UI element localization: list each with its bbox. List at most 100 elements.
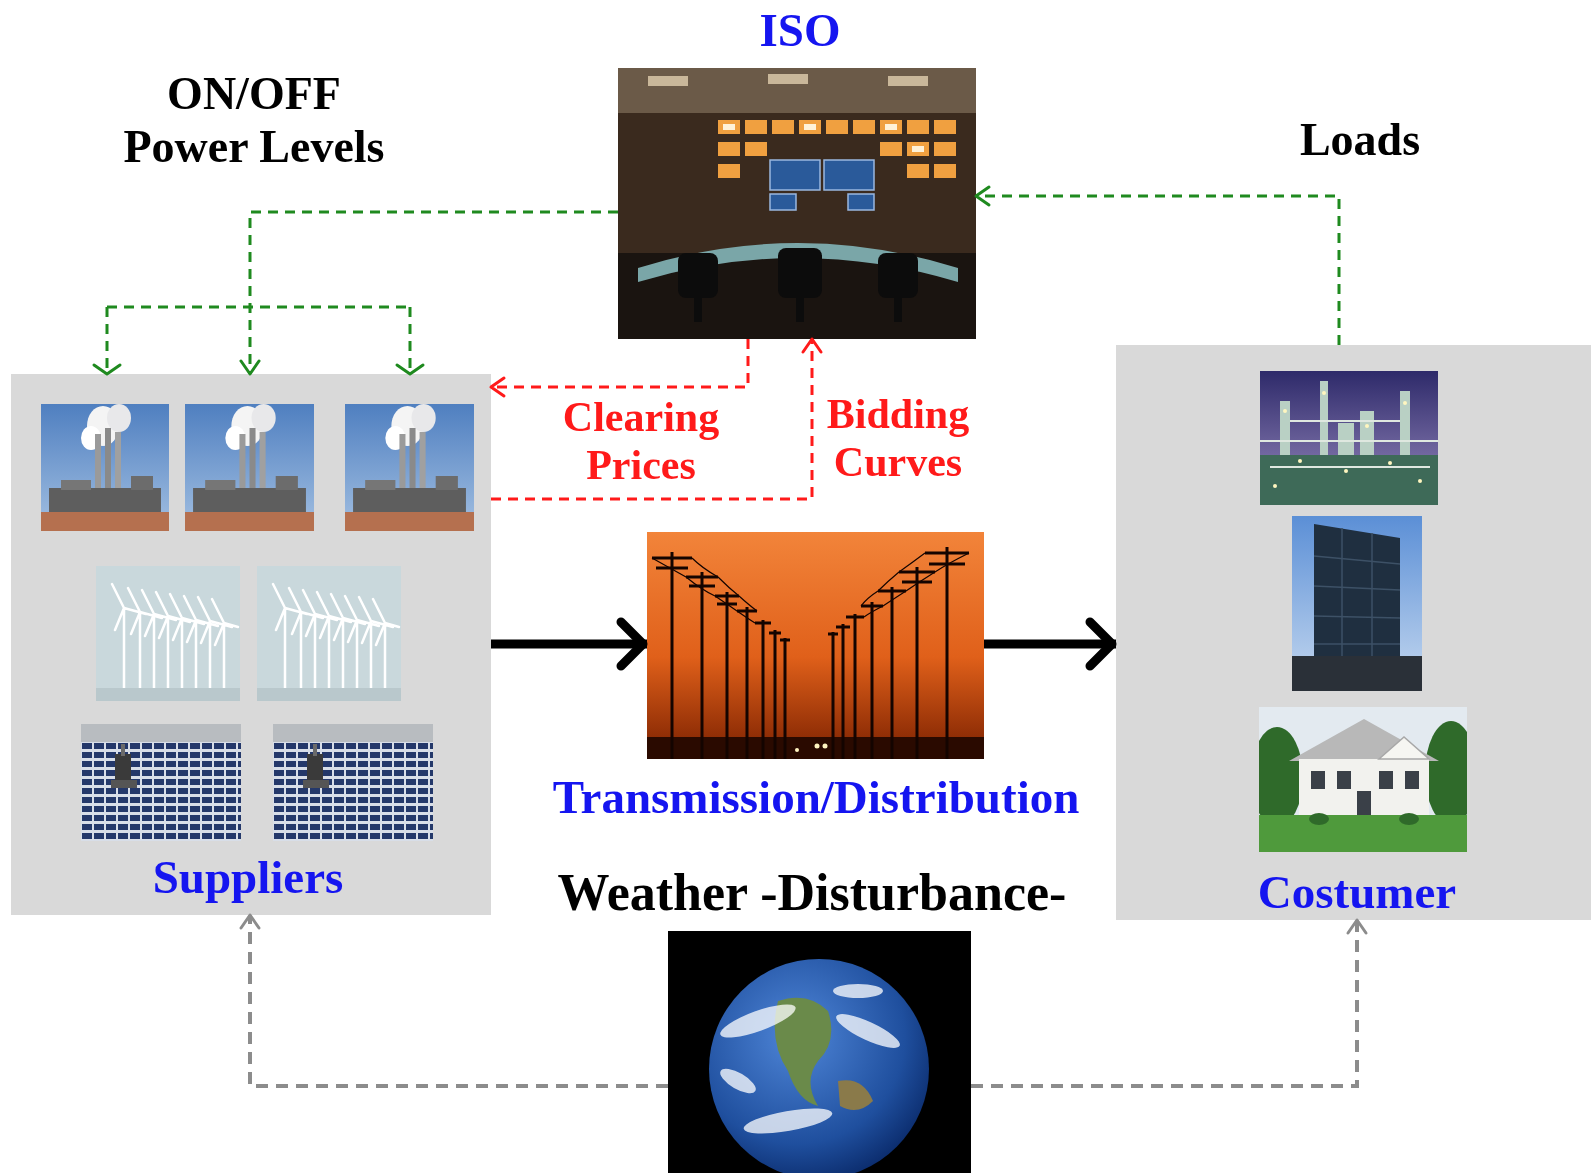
power-lines-photo	[795, 744, 828, 753]
control-room-photo	[826, 120, 848, 134]
control-room-photo	[888, 76, 928, 86]
control-arrow	[976, 196, 1339, 345]
control-branch-arrows	[94, 365, 423, 374]
control-room-photo	[907, 164, 929, 178]
control-room-photo	[618, 68, 976, 339]
costumer-panel: Costumer	[1116, 345, 1591, 920]
control-room-photo	[694, 296, 702, 322]
control-room-photo	[894, 296, 902, 322]
control-room-photo	[718, 164, 740, 178]
control-room-photo	[848, 194, 874, 210]
power-lines-photo	[861, 553, 925, 606]
power-flow-arrow	[984, 640, 1116, 649]
power-lines-photo	[692, 558, 757, 611]
earth-photo	[717, 998, 799, 1044]
control-room-photo	[770, 194, 796, 210]
power-lines-photo	[647, 532, 984, 759]
power-lines-photo	[864, 553, 969, 617]
coal-plant-photo	[345, 404, 474, 531]
node-caption: Weather -Disturbance-	[558, 863, 1067, 923]
earth-photo	[717, 984, 904, 1139]
earth-photo	[838, 1080, 873, 1110]
office-tower-photo	[1292, 516, 1422, 691]
iso-node: ISO	[618, 68, 976, 339]
wind-farm-photo	[257, 566, 401, 701]
power-lines-photo	[647, 532, 984, 759]
node-caption: Transmission/Distribution	[553, 770, 1080, 824]
control-room-photo	[768, 74, 808, 84]
control-room-photo	[648, 76, 688, 86]
control-room-photo	[718, 142, 740, 156]
suppliers-panel: Suppliers	[11, 374, 491, 915]
solar-field-photo	[81, 724, 433, 841]
weather-node: Weather -Disturbance-	[668, 931, 971, 1173]
edge-label: Clearing Prices	[563, 393, 719, 490]
edge-label: ON/OFF Power Levels	[111, 68, 396, 174]
control-room-photo	[778, 248, 822, 298]
earth-photo	[717, 1064, 760, 1098]
edge-label: Loads	[1300, 114, 1420, 167]
control-room-photo	[648, 74, 928, 86]
control-room-photo	[618, 113, 976, 253]
earth-photo	[742, 1103, 834, 1138]
factory-photo	[1260, 371, 1438, 505]
control-room-photo	[718, 120, 740, 134]
coal-plant-photo	[41, 404, 169, 531]
wind-farm-photo	[96, 566, 240, 701]
power-lines-photo	[652, 553, 969, 623]
wind-farm-photo	[96, 566, 401, 701]
control-room-photo	[907, 120, 929, 134]
control-branch-arrows	[94, 307, 423, 374]
power-lines-photo	[828, 547, 969, 759]
control-room-photo	[853, 120, 875, 134]
control-room-photo	[770, 160, 874, 210]
control-room-photo	[907, 142, 929, 156]
control-room-photo	[934, 120, 956, 134]
control-branch-arrows	[107, 307, 410, 374]
control-room-photo	[745, 120, 767, 134]
solar-field-photo	[273, 724, 433, 841]
house-photo	[1251, 707, 1477, 852]
control-room-photo	[745, 142, 767, 156]
control-room-photo	[772, 120, 794, 134]
earth-photo	[709, 959, 929, 1173]
control-room-photo	[799, 120, 821, 134]
control-room-photo	[912, 146, 924, 152]
solar-field-photo	[81, 724, 241, 841]
power-lines-photo	[647, 737, 984, 759]
control-room-photo	[796, 296, 804, 322]
power-lines-photo	[823, 744, 828, 749]
power-lines-photo	[795, 748, 799, 752]
control-room-photo	[770, 160, 820, 190]
node-caption: ISO	[760, 3, 841, 57]
control-room-photo	[804, 124, 816, 130]
node-caption: Costumer	[1258, 865, 1456, 919]
earth-photo	[833, 984, 883, 998]
house-photo	[1251, 707, 1477, 852]
control-arrow	[250, 212, 618, 374]
control-room-photo	[618, 68, 976, 113]
control-room-photo	[723, 124, 924, 152]
earth-photo	[832, 1008, 903, 1054]
control-room-photo	[678, 248, 918, 322]
power-lines-photo	[652, 552, 790, 759]
edge-label: Bidding Curves	[827, 390, 969, 487]
power-lines-photo	[815, 744, 820, 749]
disturbance-arrow	[971, 920, 1357, 1086]
control-room-photo	[878, 253, 918, 298]
control-room-photo	[934, 142, 956, 156]
control-room-photo	[934, 164, 956, 178]
control-room-photo	[618, 68, 976, 339]
office-tower-photo	[1292, 516, 1422, 691]
market-arrow	[491, 339, 748, 387]
factory-photo	[1260, 371, 1438, 505]
node-caption: Suppliers	[153, 850, 344, 904]
power-flow-arrow	[491, 640, 647, 649]
power-lines-photo	[652, 547, 969, 759]
costumer-panel-fill	[1116, 345, 1591, 920]
suppliers-panel-fill	[11, 374, 491, 915]
market-arrow	[491, 339, 812, 499]
